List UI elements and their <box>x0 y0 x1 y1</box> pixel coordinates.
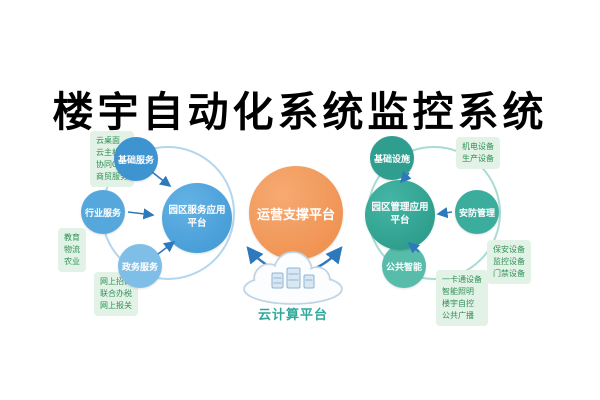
arrow <box>157 241 176 255</box>
tag-line: 公共广播 <box>442 311 474 320</box>
center-platform-label: 运营支撑平台 <box>256 206 335 222</box>
tag-line: 联合办税 <box>100 289 132 298</box>
tag-line: 生产设备 <box>462 154 494 163</box>
center-platform-circle: 运营支撑平台 <box>249 166 343 260</box>
node-basic-services: 基础服务 <box>114 137 158 181</box>
node-label: 安防管理 <box>458 207 495 218</box>
tag-line: 机电设备 <box>462 142 494 151</box>
tag-box-industries: 教育 物流 农业 <box>58 228 86 272</box>
tag-box-public-devices: 一卡通设备 智能照明 楼宇自控 公共广播 <box>436 270 488 326</box>
node-label: 政务服务 <box>121 261 158 272</box>
page-title: 楼宇自动化系统监控系统 <box>52 89 548 135</box>
arrow <box>436 207 453 219</box>
tag-box-security-devices: 保安设备 监控设备 门禁设备 <box>487 240 531 284</box>
node-industry-services: 行业服务 <box>81 190 125 234</box>
node-gov-services: 政务服务 <box>118 244 162 288</box>
tag-line: 教育 <box>64 233 80 242</box>
platform-label: 园区服务应用平台 <box>168 205 226 229</box>
tag-line: 物流 <box>64 245 80 254</box>
node-infrastructure: 基础设施 <box>370 136 414 180</box>
node-label: 基础服务 <box>117 154 154 165</box>
arrow <box>127 208 155 220</box>
tag-line: 云桌面 <box>96 136 120 145</box>
node-security-management: 安防管理 <box>455 190 499 234</box>
left-platform-circle: 园区服务应用平台 <box>162 183 232 253</box>
tag-line: 楼宇自控 <box>442 299 474 308</box>
node-public-intelligence: 公共智能 <box>382 244 426 288</box>
tag-line: 农业 <box>64 257 80 266</box>
tag-line: 监控设备 <box>493 257 525 266</box>
tag-line: 智能照明 <box>442 287 474 296</box>
platform-label: 园区管理应用平台 <box>371 202 429 226</box>
server-icon <box>271 267 315 289</box>
arrow <box>151 171 172 187</box>
tag-line: 网上报关 <box>100 301 132 310</box>
right-platform-circle: 园区管理应用平台 <box>365 180 435 250</box>
node-label: 基础设施 <box>373 153 410 164</box>
cloud-platform-label: 云计算平台 <box>257 307 328 322</box>
tag-line: 保安设备 <box>493 245 525 254</box>
tag-box-equipment: 机电设备 生产设备 <box>456 137 500 169</box>
tag-line: 门禁设备 <box>493 269 525 278</box>
tag-line: 网上招商 <box>100 277 132 286</box>
tag-line: 一卡通设备 <box>442 275 482 284</box>
node-label: 公共智能 <box>385 261 422 272</box>
node-label: 行业服务 <box>84 207 121 218</box>
